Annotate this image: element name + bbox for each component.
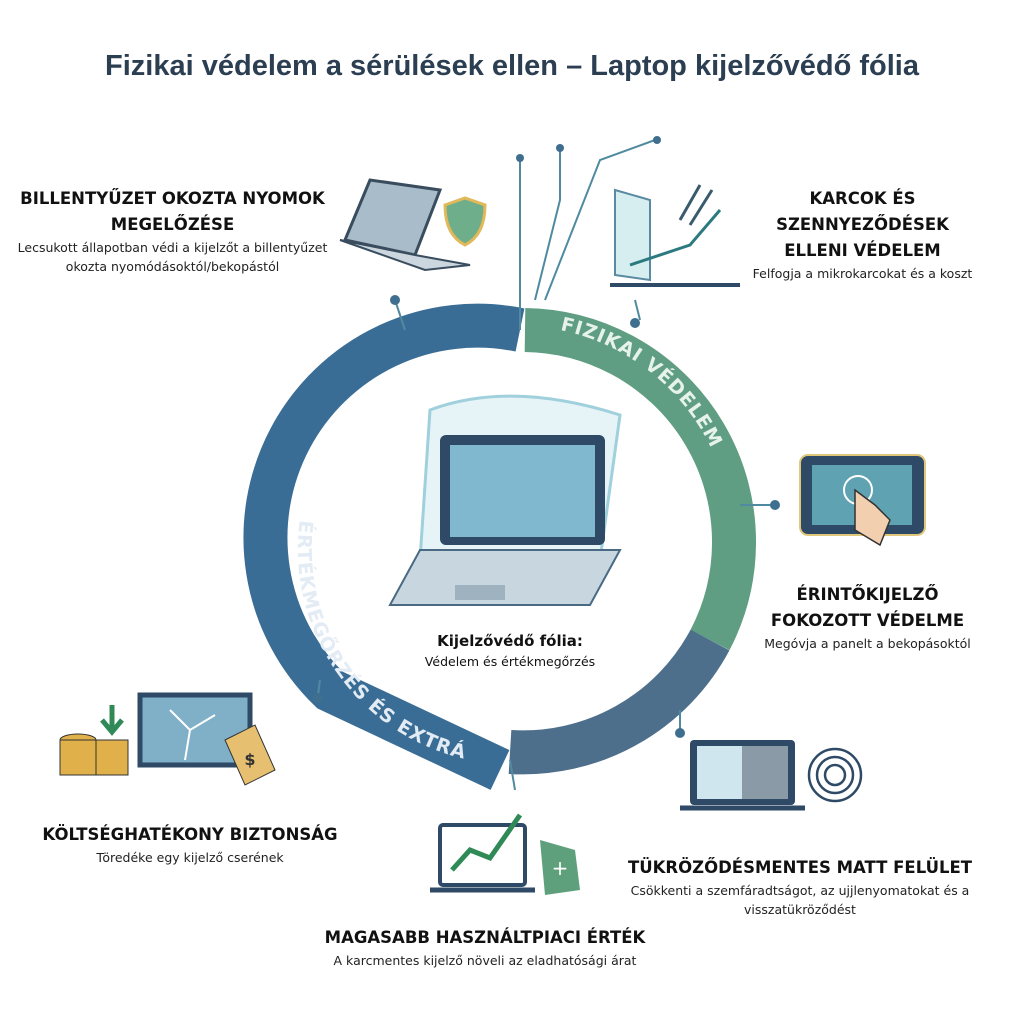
feature-text: Felfogja a mikrokarcokat és a koszt: [752, 266, 973, 281]
feature-touchscreen: ÉRINTŐKIJELZŐ FOKOZOTT VÉDELME Megóvja a…: [745, 582, 990, 653]
touchscreen-icon: [799, 454, 926, 547]
feature-title: KÖLTSÉGHATÉKONY BIZTONSÁG: [42, 825, 338, 844]
ring-segment-blue: [243, 303, 525, 790]
center-subtitle: Védelem és értékmegőrzés: [424, 654, 596, 669]
page-title: Fizikai védelem a sérülések ellen – Lapt…: [105, 50, 919, 82]
feature-title: BILLENTYŰZET OKOZTA NYOMOK MEGELŐZÉSE: [20, 189, 325, 234]
center-laptop-icon: [388, 394, 622, 606]
feature-resale-value: MAGASABB HASZNÁLTPIACI ÉRTÉK A karcmente…: [305, 925, 665, 970]
feature-text: Töredéke egy kijelző cserének: [96, 850, 284, 865]
feature-text: A karcmentes kijelző növeli az eladhatós…: [333, 953, 637, 968]
coins-broken-screen-icon: $: [59, 692, 276, 786]
ring-segment-green: [524, 308, 756, 651]
svg-text:ÉRTÉKMEGŐRZÉS ÉS EXTRÁK: ÉRTÉKMEGŐRZÉS ÉS EXTRÁK: [0, 0, 469, 764]
feature-text: Csökkenti a szemfáradtságot, az ujjlenyo…: [630, 883, 970, 917]
matte-fingerprint-icon: [680, 740, 863, 811]
feature-matte-surface: TÜKRÖZŐDÉSMENTES MATT FELÜLET Csökkenti …: [605, 855, 995, 919]
feature-title: MAGASABB HASZNÁLTPIACI ÉRTÉK: [324, 928, 646, 947]
svg-text:+: +: [552, 856, 569, 880]
scratch-icon: [610, 184, 740, 287]
center-caption: Kijelzővédő fólia: Védelem és értékmegőr…: [405, 632, 615, 669]
feature-keyboard-marks: BILLENTYŰZET OKOZTA NYOMOK MEGELŐZÉSE Le…: [5, 186, 340, 276]
ring-segment-slate: [508, 629, 730, 775]
feature-cost-effective: KÖLTSÉGHATÉKONY BIZTONSÁG Töredéke egy k…: [30, 822, 350, 867]
center-title: Kijelzővédő fólia:: [437, 632, 583, 650]
feature-text: Megóvja a panelt a bekopásoktól: [764, 636, 971, 651]
laptop-shield-icon: [339, 178, 487, 272]
ring-label-value: ÉRTÉKMEGŐRZÉS ÉS EXTRÁK: [0, 0, 468, 764]
value-chart-icon: +: [430, 813, 580, 895]
feature-scratch-protection: KARCOK ÉS SZENNYEZŐDÉSEK ELLENI VÉDELEM …: [745, 186, 980, 283]
feature-text: Lecsukott állapotban védi a kijelzőt a b…: [17, 240, 328, 274]
feature-title: TÜKRÖZŐDÉSMENTES MATT FELÜLET: [627, 858, 973, 877]
svg-text:$: $: [244, 750, 255, 769]
feature-title: ÉRINTŐKIJELZŐ FOKOZOTT VÉDELME: [770, 585, 965, 630]
feature-title: KARCOK ÉS SZENNYEZŐDÉSEK ELLENI VÉDELEM: [776, 189, 949, 260]
